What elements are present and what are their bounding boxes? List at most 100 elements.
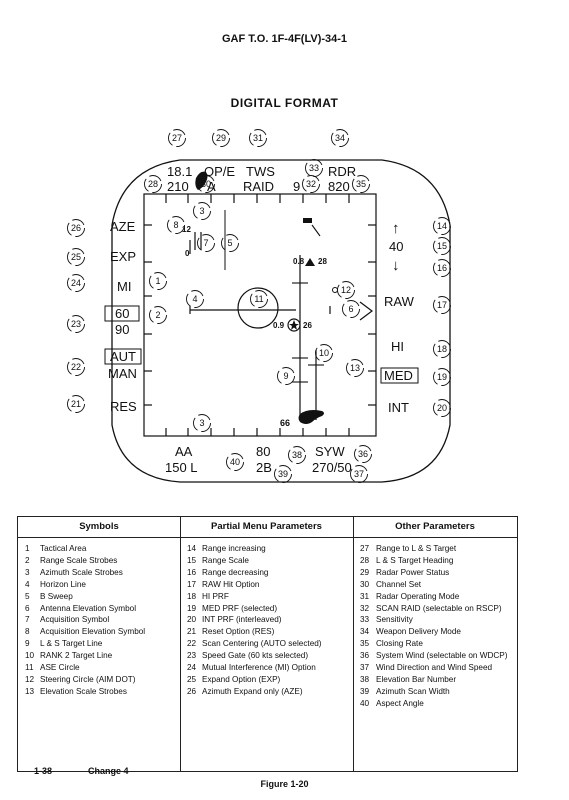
callout-number: 1 [155,276,160,286]
item-text: Expand Option (EXP) [202,674,281,684]
callout-circle [193,202,211,220]
callout-circle [277,367,295,385]
item-text: Speed Gate (60 kts selected) [202,651,309,661]
callout-circle [197,175,215,193]
elevation-scale-strobes [368,224,376,406]
callout-circle [337,281,355,299]
callout-number: 40 [230,457,240,467]
callout-number: 2 [155,310,160,320]
item-number: 25 [187,674,197,684]
page-number: 1-38 [34,766,53,776]
item-number: 35 [360,639,370,649]
item-text: Sensitivity [376,615,413,625]
column-header-other: Other Parameters [353,517,517,538]
elevation-bars: 2B [256,460,272,475]
item-number: 39 [360,686,370,696]
callout-number: 20 [437,403,447,413]
item-number: 26 [187,686,197,696]
list-item: 20 INT PRF (interleaved) [187,614,353,626]
item-text: Range decreasing [202,567,269,577]
item-number: 14 [187,544,197,553]
callout-number: 6 [348,304,353,314]
figure-caption: Figure 1-20 [260,779,309,789]
item-number: 3 [25,567,30,577]
callout-circle [149,272,167,290]
item-text: L & S Target Line [40,639,103,649]
item-text: SCAN RAID (selectable on RSCP) [376,603,502,613]
ase-circle [237,287,279,329]
steer-left-number: 0.9 [273,321,285,330]
target-heading-number: 28 [318,257,327,266]
callout-number: 10 [319,348,329,358]
callout-number: 23 [71,319,81,329]
callout-circle [288,446,306,464]
item-number: 28 [360,555,370,565]
radar-display-figure: 18.1 OP/E TWS RDR 210 A RAID 9 820 AZE E… [67,129,451,483]
callout-circle [354,445,372,463]
item-number: 36 [360,651,370,661]
callout-circle [221,234,239,252]
callout-number: 18 [437,344,447,354]
item-text: Scan Centering (AUTO selected) [202,639,322,649]
callout-number: 27 [172,133,182,143]
callout-number: 21 [71,399,81,409]
callout-markers: 1233456789101112131415161718192021222324… [67,129,451,483]
change-number: Change 4 [88,766,129,776]
callout-circle [67,358,85,376]
callout-number: 12 [341,285,351,295]
hand-pointer-icon [195,171,208,190]
display-bezel [111,159,451,483]
menu-mi: MI [117,279,131,294]
callout-number: 31 [253,133,263,143]
item-number: 20 [187,615,197,625]
speed-gate-selected: 60 [115,306,129,321]
item-number: 5 [25,591,30,601]
callout-number: 37 [354,469,364,479]
callout-number: 19 [437,372,447,382]
azimuth-strobes-bottom [165,428,350,436]
list-item: 25 Expand Option (EXP) [187,674,353,686]
item-number: 18 [187,591,197,601]
item-number: 17 [187,579,197,589]
radar-power-status: OP/E [204,164,235,179]
item-number: 7 [25,615,30,625]
item-text: Wind Direction and Wind Speed [376,663,493,673]
item-text: Range Scale [202,555,249,565]
callout-number: 28 [148,179,158,189]
item-text: MED PRF (selected) [202,603,278,613]
callout-circle [67,274,85,292]
item-text: Acquisition Elevation Symbol [40,627,146,637]
item-number: 31 [360,591,370,601]
speed-gate-alt: 90 [115,322,129,337]
callout-circle [249,129,267,147]
azimuth-strobes-top [165,194,350,203]
menu-aze: AZE [110,219,136,234]
item-number: 6 [25,603,30,613]
callout-number: 33 [309,163,319,173]
range-scale-value: 40 [389,239,403,254]
callout-number: 38 [292,450,302,460]
item-text: INT PRF (interleaved) [202,615,282,625]
closing-number: 66 [280,418,290,428]
callout-number: 11 [254,294,263,304]
hand-pointer-icon [298,410,324,424]
tactical-area [143,193,377,437]
callout-circle [305,159,323,177]
